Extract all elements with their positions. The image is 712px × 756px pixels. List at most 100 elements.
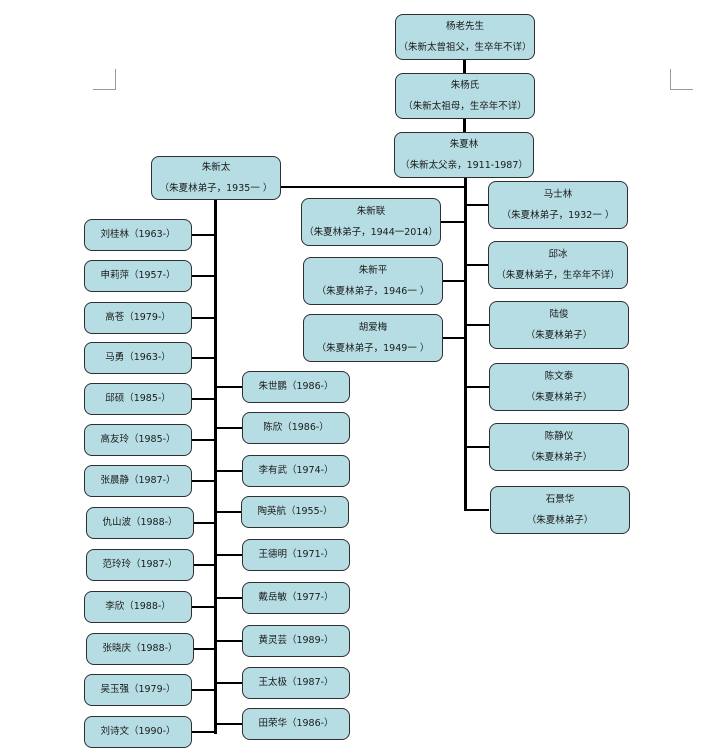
left-student-node: 李欣（1988-） [84, 591, 192, 623]
left-student-node: 高苍（1979-） [84, 302, 192, 334]
connector-left-student [192, 439, 215, 441]
right-student-node: 李有武（1974-） [242, 455, 350, 487]
ancestor-name: 杨老先生 [445, 20, 484, 32]
connector-right-disciple [465, 386, 489, 388]
disciple-name: 马士林 [543, 188, 573, 200]
student-label: 朱世鹏（1986-） [258, 381, 334, 393]
ancestor-node-2: 朱杨氏 （朱新太祖母，生卒年不详） [395, 73, 535, 119]
right-disciple-node: 邱冰 （朱夏林弟子，生卒年不详） [488, 241, 628, 289]
ancestor-note: （朱新太曾祖父，生卒年不详） [398, 41, 532, 53]
left-student-node: 高友玲（1985-） [84, 424, 192, 456]
right-disciple-node: 石景华 （朱夏林弟子） [490, 486, 630, 534]
right-student-node: 田荣华（1986-） [242, 708, 350, 740]
left-student-node: 吴玉强（1979-） [84, 674, 192, 706]
student-label: 李欣（1988-） [105, 601, 171, 613]
student-label: 王德明（1971-） [258, 549, 334, 561]
connector-to-main-person [280, 186, 466, 188]
left-student-node: 马勇（1963-） [84, 342, 192, 374]
connector-right-student [216, 470, 242, 472]
student-label: 李有武（1974-） [258, 465, 334, 477]
middle-disciple-node: 朱新联 （朱夏林弟子，1944一2014） [301, 198, 441, 246]
ancestor-node-1: 杨老先生 （朱新太曾祖父，生卒年不详） [395, 14, 535, 60]
connector-right-disciple [465, 509, 489, 511]
disciple-note: （朱夏林弟子，1944一2014） [304, 226, 438, 238]
connector-right-student [216, 597, 242, 599]
disciple-name: 陈静仪 [544, 430, 574, 442]
disciple-name: 朱新平 [358, 264, 388, 276]
ancestor-node-3: 朱夏林 （朱新太父亲，1911-1987） [394, 132, 534, 178]
connector-right-student [216, 511, 242, 513]
connector-ancestor-1-2 [463, 59, 466, 74]
left-student-node: 张晨静（1987-） [84, 465, 192, 497]
student-label: 高苍（1979-） [105, 312, 171, 324]
connector-right-disciple [465, 446, 489, 448]
student-label: 仇山波（1988-） [102, 517, 178, 529]
middle-disciple-node: 胡爱梅 （朱夏林弟子，1949一 ） [303, 314, 443, 362]
student-label: 陈欣（1986-） [263, 422, 329, 434]
student-label: 黄灵芸（1989-） [258, 635, 334, 647]
connector-left-student [192, 234, 215, 236]
connector-left-student [192, 398, 215, 400]
disciple-note: （朱夏林弟子，1949一 ） [316, 342, 430, 354]
disciple-name: 邱冰 [548, 248, 568, 260]
student-label: 高友玲（1985-） [100, 434, 176, 446]
connector-left-student [192, 357, 215, 359]
right-student-node: 陶英航（1955-） [241, 496, 349, 528]
main-person-node: 朱新太 （朱夏林弟子，1935一 ） [151, 156, 281, 200]
disciple-name: 陆俊 [549, 308, 569, 320]
connector-left-student [192, 731, 215, 733]
connector-right-student [216, 554, 242, 556]
connector-left-student [192, 522, 215, 524]
connector-middle-disciple [441, 280, 465, 282]
student-label: 马勇（1963-） [105, 352, 171, 364]
student-label: 申莉萍（1957-） [100, 270, 176, 282]
main-person-note: （朱夏林弟子，1935一 ） [159, 182, 273, 194]
right-disciple-node: 陈文泰 （朱夏林弟子） [489, 363, 629, 411]
main-person-name: 朱新太 [201, 161, 231, 173]
disciple-name: 石景华 [545, 493, 575, 505]
left-student-node: 邱硕（1985-） [84, 383, 192, 415]
student-label: 张晓庆（1988-） [102, 643, 178, 655]
connector-left-student [192, 648, 215, 650]
connector-trunk [464, 177, 467, 511]
connector-right-student [216, 386, 242, 388]
connector-right-disciple [465, 204, 489, 206]
connector-right-disciple [465, 324, 489, 326]
right-student-node: 戴岳敏（1977-） [242, 582, 350, 614]
left-student-node: 张晓庆（1988-） [86, 633, 194, 665]
connector-middle-disciple [441, 337, 465, 339]
connector-left-student [192, 606, 215, 608]
student-label: 刘桂林（1963-） [100, 229, 176, 241]
student-label: 张晨静（1987-） [100, 475, 176, 487]
student-label: 吴玉强（1979-） [100, 684, 176, 696]
disciple-note: （朱夏林弟子） [526, 514, 594, 526]
right-disciple-node: 陆俊 （朱夏林弟子） [489, 301, 629, 349]
disciple-note: （朱夏林弟子，1946一 ） [316, 285, 430, 297]
page-corner-mark-right [670, 69, 693, 90]
left-student-node: 仇山波（1988-） [86, 507, 194, 539]
ancestor-name: 朱杨氏 [450, 79, 480, 91]
right-student-node: 陈欣（1986-） [242, 412, 350, 444]
student-label: 田荣华（1986-） [258, 718, 334, 730]
page-corner-mark-left [93, 69, 116, 90]
disciple-name: 陈文泰 [544, 370, 574, 382]
student-label: 邱硕（1985-） [105, 393, 171, 405]
connector-left-student [192, 317, 215, 319]
disciple-name: 朱新联 [356, 205, 386, 217]
disciple-note: （朱夏林弟子，生卒年不详） [496, 269, 620, 281]
connector-right-student [216, 682, 242, 684]
connector-right-disciple [465, 264, 489, 266]
student-label: 范玲玲（1987-） [102, 559, 178, 571]
right-student-node: 朱世鹏（1986-） [242, 371, 350, 403]
connector-right-student [216, 723, 242, 725]
connector-left-student [192, 564, 215, 566]
right-student-node: 黄灵芸（1989-） [242, 625, 350, 657]
middle-disciple-node: 朱新平 （朱夏林弟子，1946一 ） [303, 257, 443, 305]
connector-left-student [192, 275, 215, 277]
ancestor-note: （朱新太父亲，1911-1987） [400, 159, 528, 171]
connector-main-person-trunk [214, 198, 217, 734]
student-label: 陶英航（1955-） [257, 506, 333, 518]
connector-left-student [192, 480, 215, 482]
connector-right-student [216, 640, 242, 642]
student-label: 王太极（1987-） [258, 677, 334, 689]
